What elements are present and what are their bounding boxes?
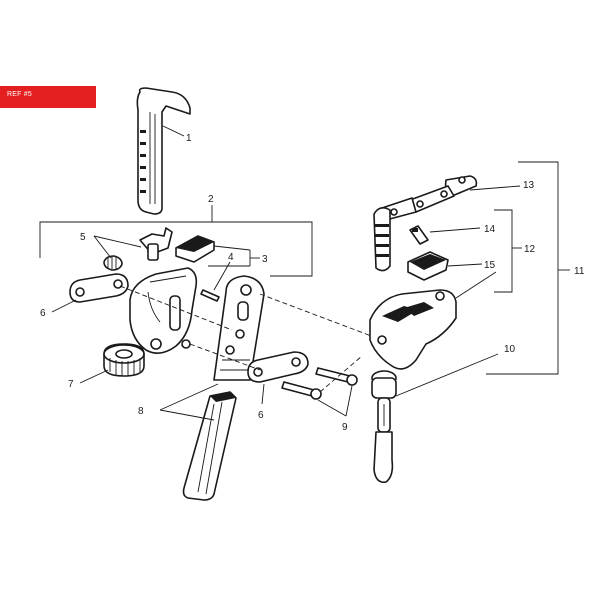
part-handle-upper [213, 275, 265, 381]
callout-6-left: 6 [40, 308, 46, 319]
part-swivel-handle [371, 370, 397, 484]
part-chain-body [369, 289, 457, 370]
callout-11: 11 [574, 266, 585, 277]
callout-3: 3 [262, 254, 268, 265]
part-jaw-insert [175, 235, 215, 263]
callout-9: 9 [342, 422, 348, 433]
part-small-spring [103, 255, 123, 271]
part-side-link-right [247, 351, 309, 383]
callout-13: 13 [523, 180, 535, 191]
callout-2: 2 [208, 194, 214, 205]
part-chain [373, 175, 478, 272]
callout-6-right: 6 [258, 410, 264, 421]
callout-5: 5 [80, 232, 86, 243]
part-spring-assembly [103, 227, 173, 271]
callout-12: 12 [524, 244, 536, 255]
callout-1: 1 [186, 133, 192, 144]
callout-10: 10 [504, 344, 516, 355]
callout-14: 14 [484, 224, 496, 235]
part-hook-jaw [136, 87, 191, 215]
ref-banner-label: REF #5 [7, 91, 32, 98]
part-pin [200, 289, 220, 302]
part-frame [129, 267, 198, 354]
part-set-screw [409, 225, 429, 245]
callout-8: 8 [138, 406, 144, 417]
callout-7: 7 [68, 379, 74, 390]
callout-15: 15 [484, 260, 496, 271]
ref-banner: REF #5 [0, 86, 96, 108]
part-handle-lower [182, 391, 237, 501]
part-bolts [281, 367, 358, 400]
part-knurled-nut [103, 343, 145, 377]
callout-4: 4 [228, 252, 234, 263]
part-side-link-left [69, 273, 129, 303]
part-chain-insert [407, 251, 449, 281]
